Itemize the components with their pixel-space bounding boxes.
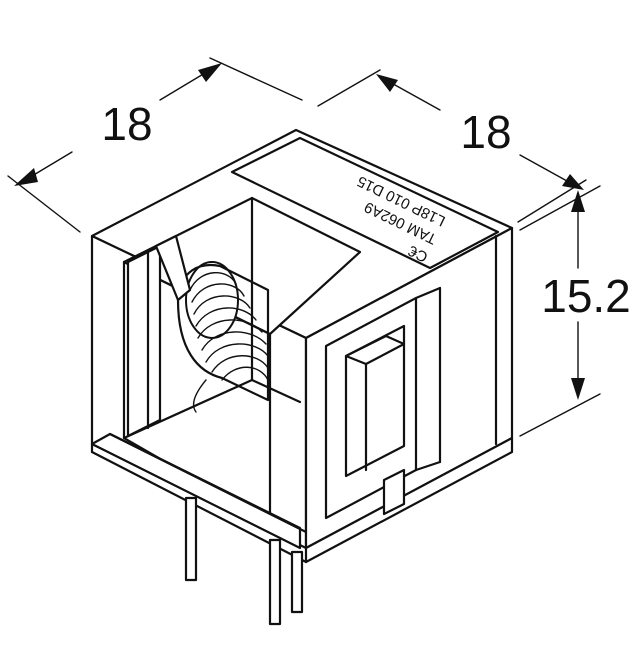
dimension-height-label: 15.2: [541, 270, 631, 322]
label-plate: [230, 136, 500, 270]
terminal-pins: [184, 468, 406, 626]
ce-mark: C€: [405, 241, 430, 265]
dimension-left-label: 18: [101, 98, 152, 150]
dimension-right-label: 18: [460, 106, 511, 158]
dimension-height: 15.2: [519, 185, 631, 437]
dimension-right-width: 18: [317, 69, 587, 223]
pin-middle: [268, 538, 282, 626]
pin-right: [290, 550, 304, 614]
coil-winding: [154, 234, 270, 413]
pin-left: [184, 496, 198, 582]
mounting-tab: [382, 468, 406, 516]
dimension-left-width: 18: [7, 57, 303, 233]
housing-right-face: [304, 226, 514, 550]
base-plate: [90, 432, 514, 564]
